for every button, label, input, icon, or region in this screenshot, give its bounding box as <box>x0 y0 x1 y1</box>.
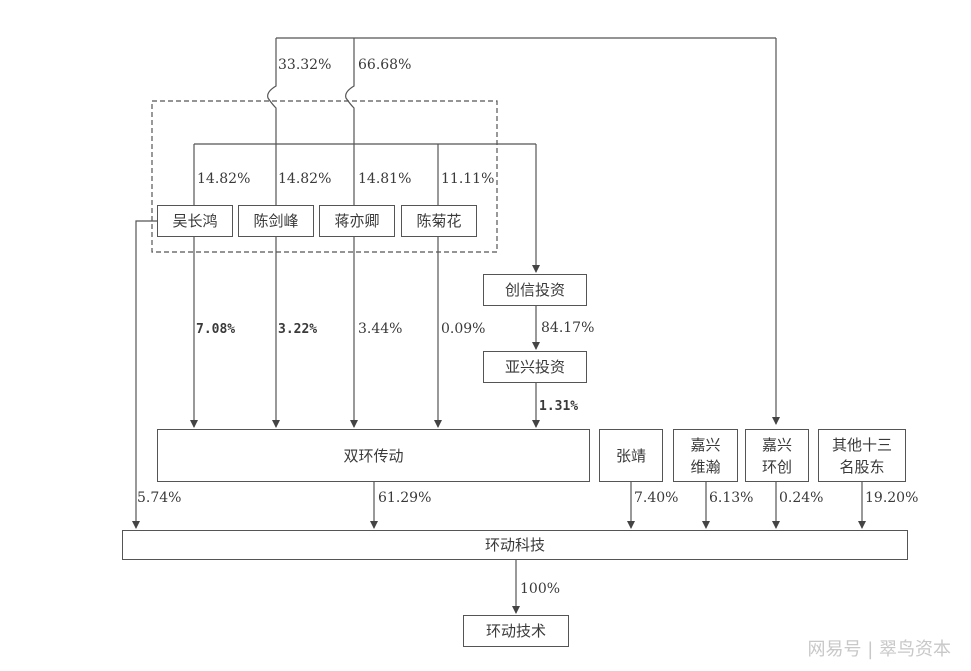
label-wu-sh: 7.08% <box>196 322 236 337</box>
label-sh-keji: 61.29% <box>378 490 432 506</box>
label-wu-keji: 5.74% <box>137 490 182 506</box>
edge-jfh-top <box>267 38 277 205</box>
edge-jyq-top <box>345 38 355 205</box>
node-chen-jianfeng: 陈剑峰 <box>238 205 314 237</box>
node-jiang-yiqing: 蒋亦卿 <box>319 205 395 237</box>
label-wh-keji: 6.13% <box>709 490 754 506</box>
node-chen-juhua: 陈菊花 <box>401 205 477 237</box>
node-chuangxin: 创信投资 <box>483 274 587 306</box>
label-jiang-sh: 3.44% <box>358 321 403 337</box>
label-wu-cx: 14.82% <box>197 171 251 187</box>
label-hc-keji: 0.24% <box>779 490 824 506</box>
label-chenjh-sh: 0.09% <box>441 321 486 337</box>
edge-wu-keji <box>132 220 157 529</box>
node-jiaxing-huanchuang: 嘉兴 环创 <box>745 429 809 482</box>
node-yaxing: 亚兴投资 <box>483 351 587 383</box>
node-jiaxing-weihan: 嘉兴 维瀚 <box>673 429 738 482</box>
node-shuanghuan: 双环传动 <box>157 429 590 482</box>
label-chenjf-sh: 3.22% <box>278 322 318 337</box>
label-cx-yx: 84.17% <box>541 320 595 336</box>
node-huandong-keji: 环动科技 <box>122 530 908 560</box>
label-top-6668: 66.68% <box>358 57 412 73</box>
label-chenjf-cx: 14.82% <box>278 171 332 187</box>
label-jiang-cx: 14.81% <box>358 171 412 187</box>
node-huandong-jishu: 环动技术 <box>463 615 569 647</box>
label-yx-sh: 1.31% <box>539 399 579 414</box>
label-keji-jishu: 100% <box>520 581 561 597</box>
label-top-3332: 33.32% <box>278 57 332 73</box>
node-wu-changhong: 吴长鸿 <box>157 205 233 237</box>
label-ot-keji: 19.20% <box>865 490 919 506</box>
label-zj-keji: 7.40% <box>634 490 679 506</box>
node-zhangjing: 张靖 <box>599 429 663 482</box>
label-chenjh-cx: 11.11% <box>441 171 495 187</box>
controller-group-boundary <box>151 100 498 253</box>
watermark: 网易号 | 翠鸟资本 <box>807 639 951 660</box>
node-other-shareholders: 其他十三 名股东 <box>818 429 906 482</box>
